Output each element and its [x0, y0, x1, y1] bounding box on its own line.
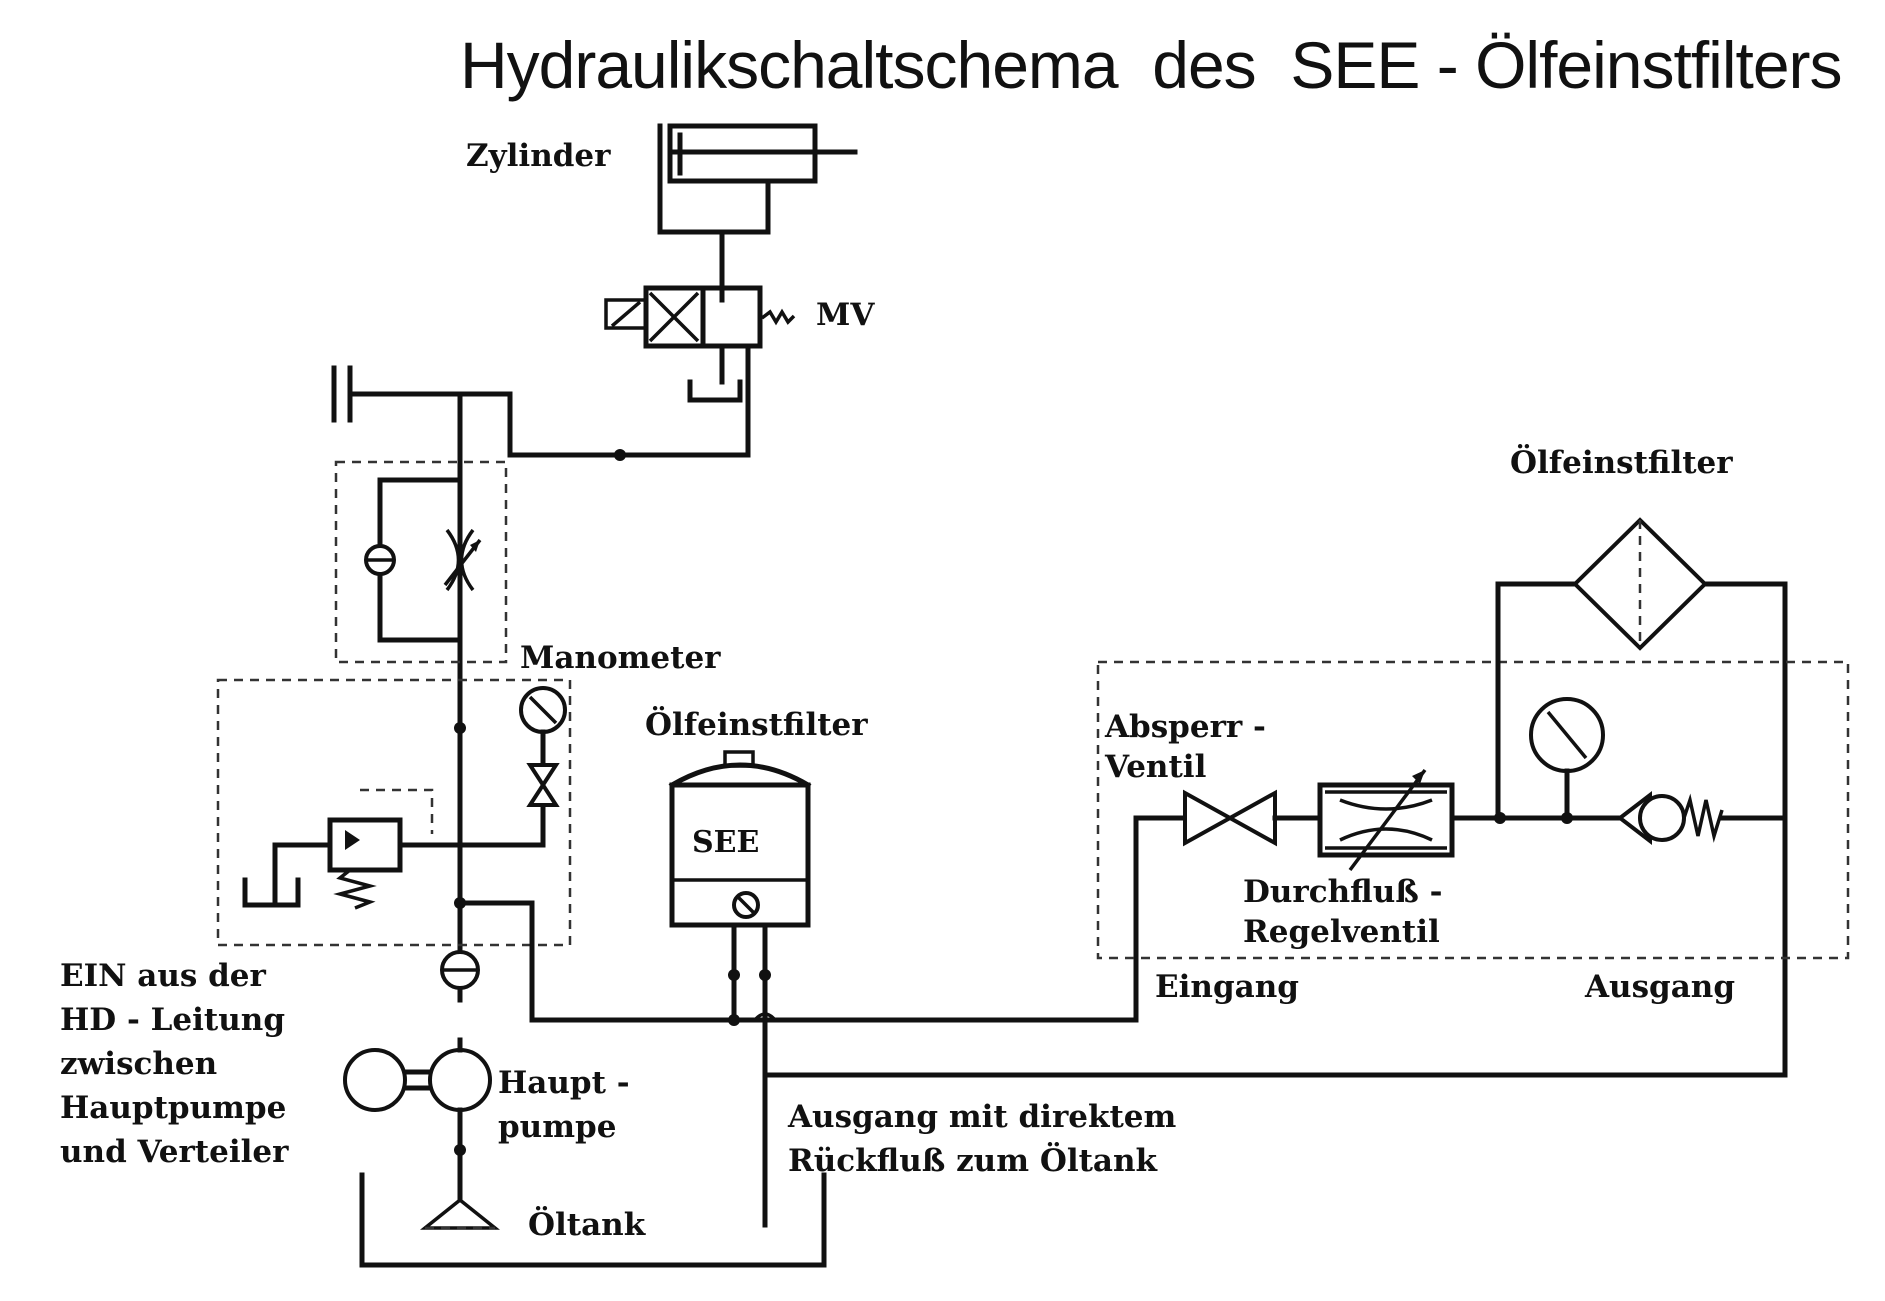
cylinder-label: Zylinder [466, 138, 611, 174]
throttle-check-block [334, 460, 508, 664]
see-label: SEE [692, 825, 759, 860]
tank-label: Öltank [528, 1204, 647, 1243]
outlet-label: Ausgang [1584, 969, 1735, 1005]
return-label-line1: Ausgang mit direktem [787, 1099, 1177, 1135]
pump-label-line1: Haupt - [498, 1065, 630, 1101]
oil-tank [359, 1172, 827, 1268]
flow-label-line2: Regelventil [1243, 914, 1440, 950]
see-filter-unit [668, 750, 812, 1228]
filter-symbol-label: Ölfeinstfilter [1510, 442, 1733, 481]
inlet-label: Eingang [1155, 969, 1299, 1005]
filter-symbol [1495, 517, 1788, 821]
inlet-line [529, 815, 1188, 1026]
pump-label-line2: pumpe [498, 1109, 616, 1145]
source-label-line2: HD - Leitung [60, 1002, 285, 1038]
supply-line [331, 365, 751, 1003]
filter-unit-label: Ölfeinstfilter [645, 704, 868, 743]
return-label-line2: Rückfluß zum Öltank [788, 1140, 1159, 1179]
source-label-line5: und Verteiler [60, 1134, 289, 1170]
solenoid-valve [604, 285, 796, 458]
return-line [762, 581, 1788, 1078]
valve-label: MV [816, 297, 875, 333]
source-label-line1: EIN aus der [60, 958, 267, 994]
source-label-line4: Hauptpumpe [60, 1090, 286, 1126]
flow-label-line1: Durchfluß - [1243, 874, 1442, 910]
shutoff-label-line1: Absperr - [1104, 709, 1266, 745]
pump-check-valve [440, 950, 480, 990]
shutoff-label-line2: Ventil [1104, 749, 1206, 785]
source-label-line3: zwischen [60, 1046, 217, 1082]
manometer-label: Manometer [520, 640, 721, 676]
diagram-title: Hydraulikschaltschema des SEE - Ölfeinst… [460, 28, 1842, 102]
main-pump [343, 1037, 500, 1230]
relief-manometer-block [216, 678, 572, 1023]
cylinder [657, 123, 858, 303]
test-bench-block [1096, 660, 1850, 960]
